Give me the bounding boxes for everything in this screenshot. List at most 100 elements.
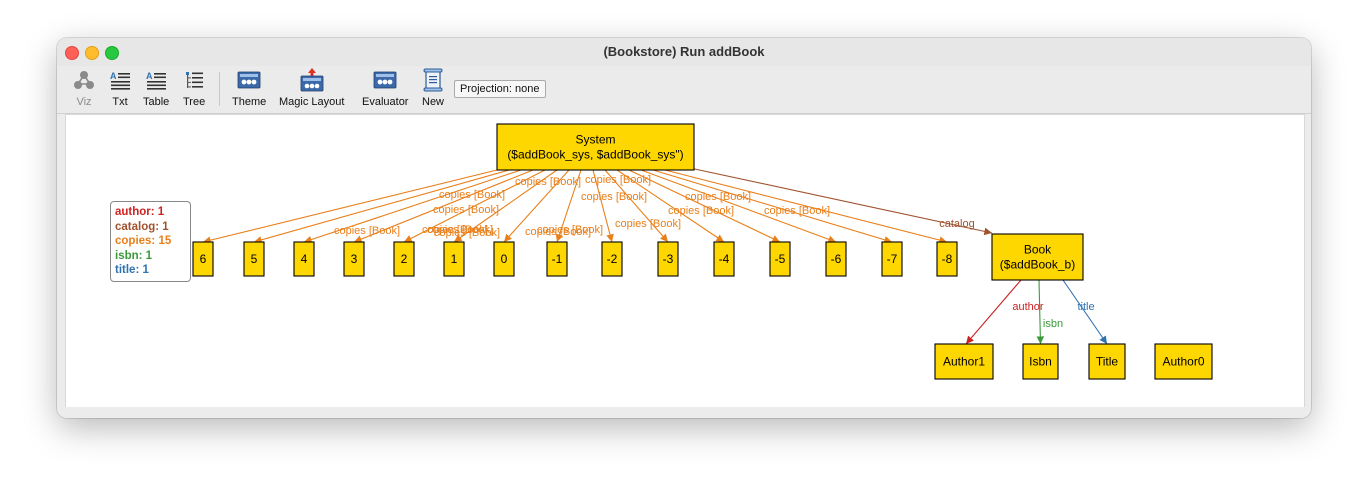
number-node--3[interactable]: -3	[657, 241, 679, 277]
copies-edge-label: copies [Book]	[668, 205, 734, 217]
minimize-window-button[interactable]	[85, 46, 99, 60]
number-node--6-label: -6	[831, 252, 842, 266]
number-node--8[interactable]: -8	[936, 241, 958, 277]
magic-layout-label: Magic Layout	[279, 96, 345, 108]
copies-edge-2	[303, 169, 522, 244]
graph-edges: copies [Book]copies [Book]copies [Book]c…	[202, 167, 1108, 345]
catalog-edge	[689, 167, 993, 236]
number-node-4-label: 4	[301, 252, 308, 266]
number-node-1[interactable]: 1	[443, 241, 465, 277]
copies-edge-8	[592, 169, 614, 243]
magic-layout-icon	[300, 68, 324, 92]
copies-edge-9	[604, 169, 669, 243]
theme-icon	[237, 68, 261, 92]
child-node-title[interactable]: Title	[1088, 343, 1126, 380]
new-scroll-icon	[422, 68, 444, 92]
number-node--4[interactable]: -4	[713, 241, 735, 277]
number-node-3-label: 3	[351, 252, 358, 266]
number-node--1[interactable]: -1	[546, 241, 568, 277]
new-label: New	[422, 96, 445, 108]
close-window-button[interactable]	[65, 46, 79, 60]
copies-edge-label: copies [Book]	[515, 176, 581, 188]
toolbar: Viz A Txt A	[57, 66, 1311, 114]
title-edge	[1062, 279, 1108, 345]
number-node-5-label: 5	[251, 252, 258, 266]
table-icon: A	[145, 68, 167, 92]
copies-edge-label: copies [Book]	[581, 191, 647, 203]
number-node-2-label: 2	[401, 252, 408, 266]
legend-title: title: 1	[115, 264, 149, 276]
number-node-6[interactable]: 6	[192, 241, 214, 277]
copies-edge-label: copies [Book]	[537, 224, 603, 236]
txt-icon: A	[109, 68, 131, 92]
child-node-author1[interactable]: Author1	[934, 343, 994, 380]
number-node--2[interactable]: -2	[601, 241, 623, 277]
copies-edge-13	[652, 169, 893, 244]
number-node--3-label: -3	[663, 252, 674, 266]
copies-edge-5	[453, 169, 558, 243]
child-node-author0-label: Author0	[1162, 355, 1204, 369]
child-node-isbn[interactable]: Isbn	[1022, 343, 1059, 380]
window-title: (Bookstore) Run addBook	[603, 44, 765, 59]
legend-box: author: 1 catalog: 1 copies: 15 isbn: 1 …	[110, 201, 191, 282]
copies-edge-11	[628, 169, 781, 243]
tree-button[interactable]: Tree	[183, 68, 205, 112]
number-node--6[interactable]: -6	[825, 241, 847, 277]
copies-edge-12	[640, 169, 837, 243]
child-node-author1-label: Author1	[943, 355, 985, 369]
evaluator-button[interactable]: Evaluator	[362, 68, 408, 112]
legend-copies: copies: 15	[115, 235, 172, 247]
projection-selector[interactable]: Projection: none	[454, 80, 546, 98]
copies-edge-14	[664, 169, 948, 244]
copies-edge-4	[403, 169, 546, 243]
copies-edge-label: copies [Book]	[334, 225, 400, 237]
number-node--5-label: -5	[775, 252, 786, 266]
copies-edge-label: copies [Book]	[685, 191, 751, 203]
copies-edge-label: copies [Book]	[615, 218, 681, 230]
child-node-title-label: Title	[1096, 355, 1119, 369]
copies-edge-label: copies [Book]	[434, 227, 500, 239]
legend-catalog: catalog: 1	[115, 220, 169, 233]
number-node-3[interactable]: 3	[343, 241, 365, 277]
number-node-4[interactable]: 4	[293, 241, 315, 277]
table-button[interactable]: A Table	[143, 68, 169, 112]
table-label: Table	[143, 96, 170, 108]
new-button[interactable]: New	[422, 68, 444, 112]
number-node--1-label: -1	[552, 252, 563, 266]
child-node-author0[interactable]: Author0	[1154, 343, 1213, 380]
number-node--2-label: -2	[607, 252, 618, 266]
isbn-edge	[1036, 279, 1045, 345]
copies-edge-3	[353, 169, 534, 243]
copies-edge-label: copies [Book]	[427, 224, 493, 236]
evaluator-label: Evaluator	[362, 96, 409, 108]
copies-edge-7	[555, 169, 582, 243]
maximize-window-button[interactable]	[105, 46, 119, 60]
number-node-5[interactable]: 5	[243, 241, 265, 277]
book-node-label: ($addBook_b)	[1000, 258, 1075, 272]
copies-edge-label: copies [Book]	[433, 204, 499, 216]
svg-text:A: A	[146, 71, 153, 81]
svg-text:A: A	[110, 71, 117, 81]
child-node-isbn-label: Isbn	[1029, 355, 1052, 369]
title-bar: (Bookstore) Run addBook	[57, 38, 1311, 66]
txt-label: Txt	[112, 96, 128, 108]
number-node--8-label: -8	[942, 252, 953, 266]
viz-icon	[73, 68, 95, 92]
catalog-edge-label: catalog	[939, 218, 974, 230]
theme-button[interactable]: Theme	[232, 68, 266, 112]
system-node[interactable]: System($addBook_sys, $addBook_sys")	[496, 123, 695, 171]
book-node[interactable]: Book($addBook_b)	[991, 233, 1084, 281]
magic-layout-button[interactable]: Magic Layout	[279, 68, 344, 112]
number-node--7[interactable]: -7	[881, 241, 903, 277]
number-node-0[interactable]: 0	[493, 241, 515, 277]
number-node--5[interactable]: -5	[769, 241, 791, 277]
number-node-2[interactable]: 2	[393, 241, 415, 277]
copies-edge-1	[253, 169, 510, 244]
theme-label: Theme	[232, 96, 267, 108]
viz-button[interactable]: Viz	[73, 68, 95, 112]
copies-edge-10	[616, 169, 725, 243]
txt-button[interactable]: A Txt	[109, 68, 131, 112]
copies-edge-label: copies [Book]	[422, 224, 488, 236]
